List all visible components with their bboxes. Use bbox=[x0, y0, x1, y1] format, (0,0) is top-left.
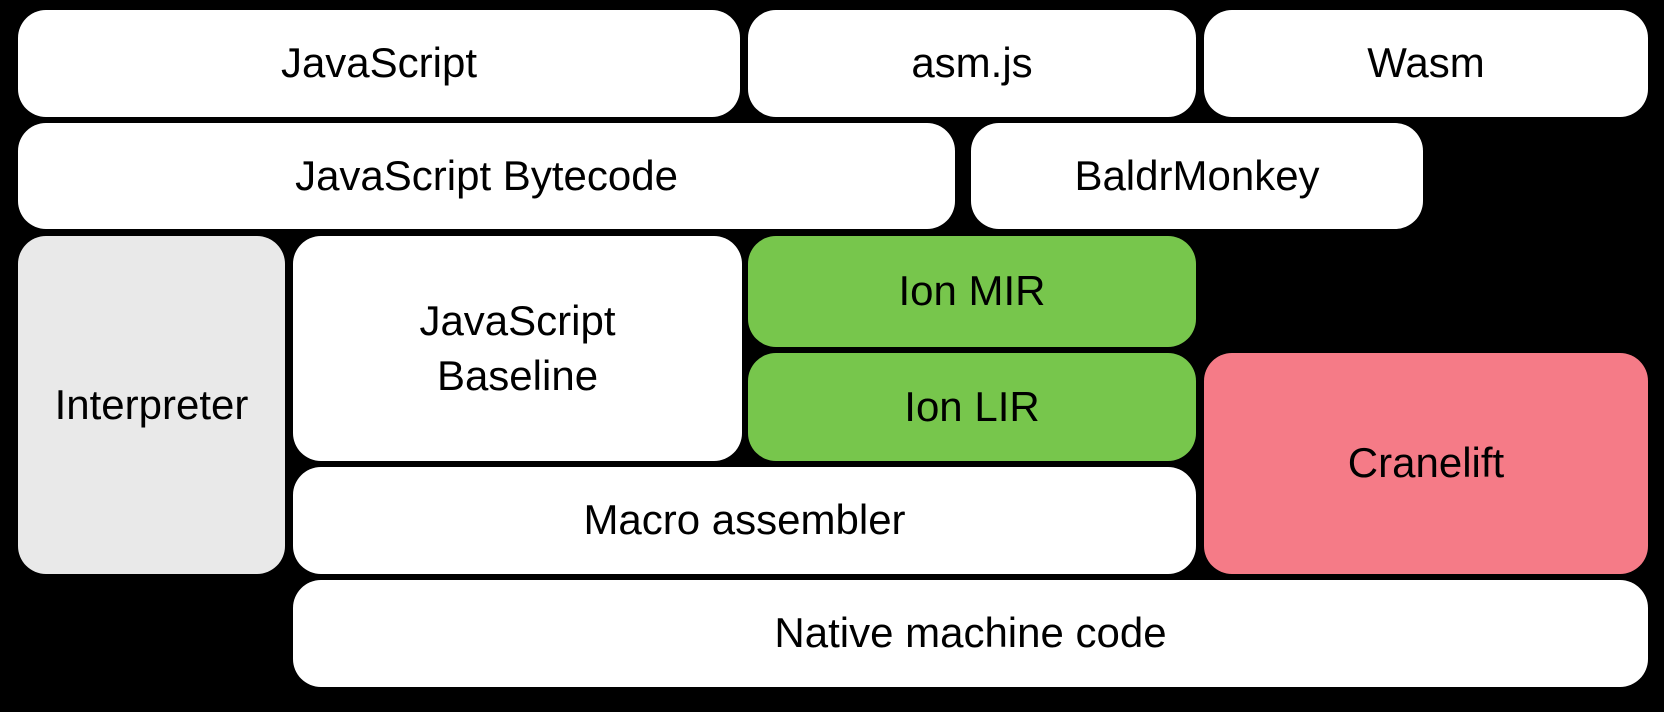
box-javascript: JavaScript bbox=[18, 10, 740, 117]
box-interpreter: Interpreter bbox=[18, 236, 285, 574]
box-javascript-bytecode: JavaScript Bytecode bbox=[18, 123, 955, 229]
box-cranelift: Cranelift bbox=[1204, 353, 1648, 574]
box-asmjs: asm.js bbox=[748, 10, 1196, 117]
box-ion-mir: Ion MIR bbox=[748, 236, 1196, 347]
box-baldrmonkey: BaldrMonkey bbox=[971, 123, 1423, 229]
box-wasm: Wasm bbox=[1204, 10, 1648, 117]
box-ion-lir: Ion LIR bbox=[748, 353, 1196, 461]
box-native-machine-code: Native machine code bbox=[293, 580, 1648, 687]
box-javascript-baseline: JavaScript Baseline bbox=[293, 236, 742, 461]
box-macro-assembler: Macro assembler bbox=[293, 467, 1196, 574]
